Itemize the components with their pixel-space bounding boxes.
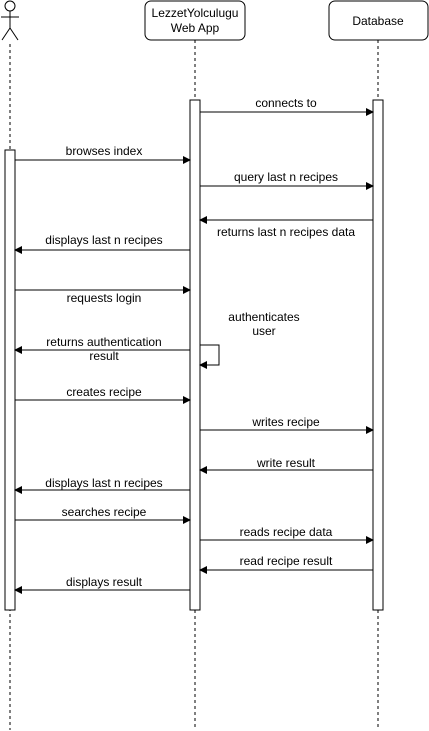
message-returns-authentication-result: returns authentication result [14,335,190,363]
activation-actor [4,149,16,611]
message-displays-result: displays result [14,575,190,594]
participant-webapp: LezzetYolculugu Web App [144,0,246,41]
message-label: read recipe result [240,554,333,568]
message-label: writes recipe [251,415,320,429]
message-query-last-n-recipes: query last n recipes [200,170,374,190]
message-label: returns last n recipes data [217,225,355,239]
message-searches-recipe: searches recipe [15,505,191,524]
message-label: write result [256,456,316,470]
message-label: requests login [67,291,142,305]
participant-database: Database [328,0,429,41]
message-label: displays last n recipes [45,233,162,247]
message-displays-last-n-recipes-2: displays last n recipes [14,476,190,494]
message-returns-last-n-recipes-data: returns last n recipes data [199,216,373,239]
message-read-recipe-result: read recipe result [199,554,373,574]
message-requests-login: requests login [15,286,191,305]
message-writes-recipe: writes recipe [200,415,374,434]
message-label: displays last n recipes [45,476,162,490]
message-label: query last n recipes [234,170,338,184]
message-label-line2: user [252,324,275,338]
message-label-line1: returns authentication [46,335,161,349]
message-label-line2: result [89,349,119,363]
actor-icon [1,0,19,41]
message-label: searches recipe [62,505,147,519]
message-reads-recipe-data: reads recipe data [200,525,374,544]
activation-webapp [189,99,201,611]
activation-database [372,99,384,611]
message-creates-recipe: creates recipe [15,385,191,404]
message-connects-to: connects to [200,96,374,116]
message-label: creates recipe [66,385,142,399]
message-label: browses index [66,144,143,158]
participant-webapp-label-line1: LezzetYolculugu [152,6,239,20]
message-arrow [199,344,220,369]
message-label: displays result [66,575,143,589]
participant-webapp-label-line2: Web App [171,21,220,35]
message-authenticates-user: authenticates user [199,310,300,369]
message-label: reads recipe data [240,525,333,539]
message-label-line1: authenticates [228,310,299,324]
message-browses-index: browses index [15,144,191,164]
message-write-result: write result [199,456,373,474]
message-label: connects to [255,96,317,110]
message-displays-last-n-recipes: displays last n recipes [14,233,190,254]
participant-database-label: Database [352,14,404,28]
